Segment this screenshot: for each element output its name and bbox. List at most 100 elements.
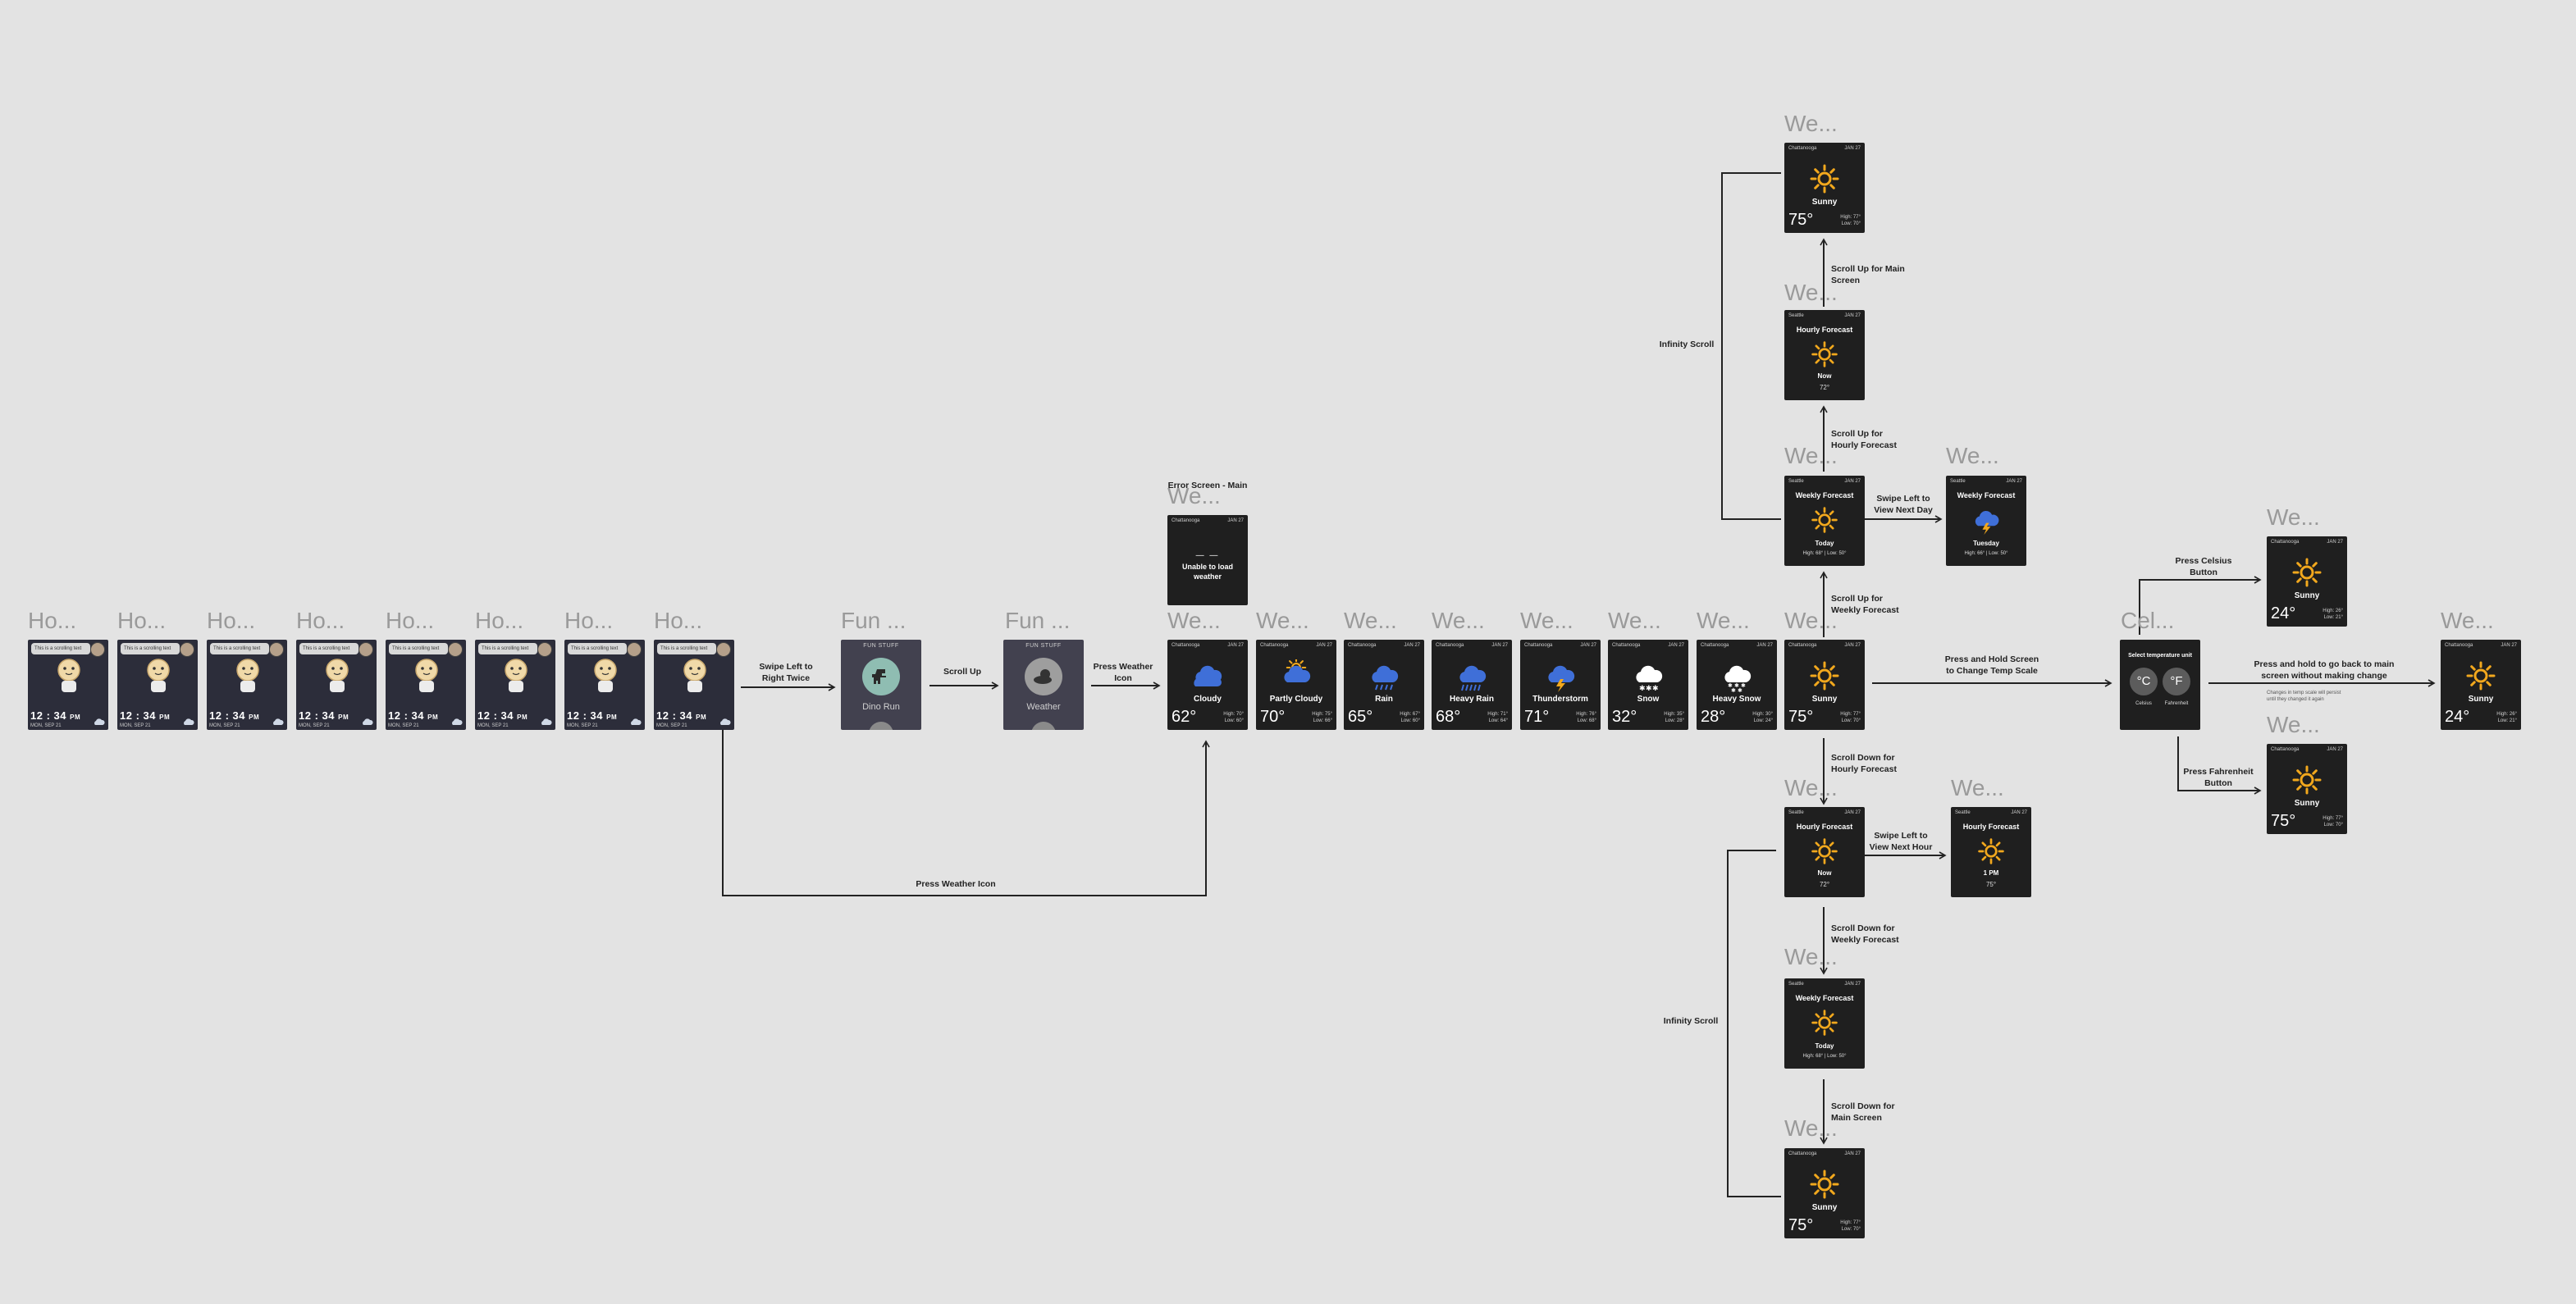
main-sunny-screen-bottom[interactable]: Chattanooga JAN 27 Sunny 75° High: 77°Lo… (1784, 1148, 1865, 1238)
clock-time: 12 : 34 PM (656, 709, 706, 722)
frame-label-home-4: Ho... (296, 608, 345, 633)
weather-mini-icon[interactable] (541, 717, 552, 727)
avatar[interactable] (269, 642, 284, 657)
svg-text:✱: ✱ (1738, 687, 1742, 692)
scrolling-banner: This is a scrolling text (389, 643, 448, 654)
frame-label-error: We... (1167, 483, 1221, 508)
frame-label-lower-hourly: We... (1784, 775, 1838, 800)
arrow-home-to-weather-long (722, 728, 1210, 896)
astronaut-icon (683, 659, 706, 692)
dino-icon[interactable] (862, 658, 900, 695)
frame-label-celsius-select: Cel... (2121, 608, 2175, 633)
main-sunny-screen-top[interactable]: Chattanooga JAN 27 Sunny 75° High: 77°Lo… (1784, 143, 1865, 233)
frame-label-upper-weekly: We... (1784, 443, 1838, 468)
temperature: 68° (1436, 708, 1461, 726)
astronaut-icon (236, 659, 259, 692)
clock-date: MON, SEP 21 (388, 723, 419, 728)
weather-mini-icon[interactable] (272, 717, 284, 727)
avatar[interactable] (627, 642, 642, 657)
weather-mini-icon[interactable] (94, 717, 105, 727)
date-label: JAN 27 (2501, 643, 2517, 648)
clock-time: 12 : 34 PM (388, 709, 438, 722)
clock-date: MON, SEP 21 (567, 723, 598, 728)
weather-mini-icon[interactable] (451, 717, 463, 727)
weather-app-icon[interactable] (1025, 658, 1062, 695)
weather-mini-icon[interactable] (183, 717, 194, 727)
celsius-result-screen[interactable]: Chattanooga JAN 27 Sunny 24° High: 26°Lo… (2267, 536, 2347, 627)
clock-time: 12 : 34 PM (477, 709, 528, 722)
frame-label-final: We... (2441, 608, 2494, 633)
svg-text:✱: ✱ (1741, 682, 1746, 689)
city-label: Chattanooga (1172, 518, 1200, 523)
condition-label: Rain (1375, 695, 1393, 704)
high-low: High: 26°Low: 21° (2323, 609, 2343, 622)
avatar[interactable] (716, 642, 731, 657)
frame-label-home-8: Ho... (654, 608, 703, 633)
low: Low: 24° (1753, 718, 1773, 724)
clock-time: 12 : 34 PM (120, 709, 170, 722)
avatar[interactable] (359, 642, 373, 657)
high: High: 35° (1664, 712, 1684, 718)
date-label: JAN 27 (1844, 313, 1861, 318)
label-press-celsius: Press Celsius Button (2175, 556, 2232, 577)
avatar[interactable] (448, 642, 463, 657)
hourly-forecast-screen-top[interactable]: Seattle JAN 27 Hourly Forecast Now 72° (1784, 310, 1865, 400)
celsius-button[interactable]: °C (2130, 668, 2158, 695)
frame-label-weather-7: We... (1697, 608, 1750, 633)
fun-stuff-dino-run-screen[interactable]: FUN STUFF Dino Run (841, 640, 921, 730)
weather-mini-icon[interactable] (362, 717, 373, 727)
high: High: 70° (1223, 712, 1244, 718)
weekly-forecast-screen-top[interactable]: Seattle JAN 27 Weekly Forecast Today Hig… (1784, 476, 1865, 566)
thunderstorm-icon (1544, 659, 1577, 692)
avatar[interactable] (537, 642, 552, 657)
fun-stuff-weather-screen[interactable]: FUN STUFF Weather (1003, 640, 1084, 730)
final-main-screen[interactable]: Chattanooga JAN 27 Sunny 24° High: 26°Lo… (2441, 640, 2521, 730)
svg-text:✱: ✱ (1731, 687, 1736, 692)
low: Low: 66° (1313, 718, 1332, 724)
weekly-forecast-screen-bottom[interactable]: Seattle JAN 27 Weekly Forecast Today Hig… (1784, 978, 1865, 1069)
low: Low: 70° (1841, 1227, 1861, 1233)
ampm: PM (159, 714, 171, 721)
condition-label: Heavy Rain (1450, 695, 1494, 704)
sun-icon (1810, 505, 1839, 535)
astronaut-icon (326, 659, 349, 692)
hourly-forecast-next-hour-screen[interactable]: Seattle JAN 27 Hourly Forecast 1 PM 75° (1951, 807, 2031, 897)
label-scroll-up-hourly: Scroll Up for Hourly Forecast (1831, 429, 1897, 450)
weather-mini-icon[interactable] (719, 717, 731, 727)
ampm: PM (338, 714, 349, 721)
weather-mini-icon[interactable] (630, 717, 642, 727)
fahrenheit-result-screen[interactable]: Chattanooga JAN 27 Sunny 75° High: 77°Lo… (2267, 744, 2347, 834)
label-scroll-up: Scroll Up (943, 667, 982, 677)
fahrenheit-button[interactable]: °F (2163, 668, 2190, 695)
condition-label: Sunny (1811, 1203, 1838, 1212)
low: Low: 60° (1224, 718, 1244, 724)
weekly-forecast-next-day-screen[interactable]: Seattle JAN 27 Weekly Forecast Tuesday H… (1946, 476, 2026, 566)
svg-text:✱: ✱ (1652, 684, 1659, 692)
hourly-forecast-screen-bottom[interactable]: Seattle JAN 27 Hourly Forecast Now 72° (1784, 807, 1865, 897)
date-label: JAN 27 (1844, 146, 1861, 151)
astronaut-icon (594, 659, 617, 692)
fun-stuff-header: FUN STUFF (863, 643, 899, 649)
sun-icon (1810, 340, 1839, 369)
frame-label-fun-1: Fun ... (841, 608, 907, 633)
high-low: High: 26°Low: 21° (2496, 712, 2517, 725)
avatar[interactable] (90, 642, 105, 657)
avatar[interactable] (180, 642, 194, 657)
